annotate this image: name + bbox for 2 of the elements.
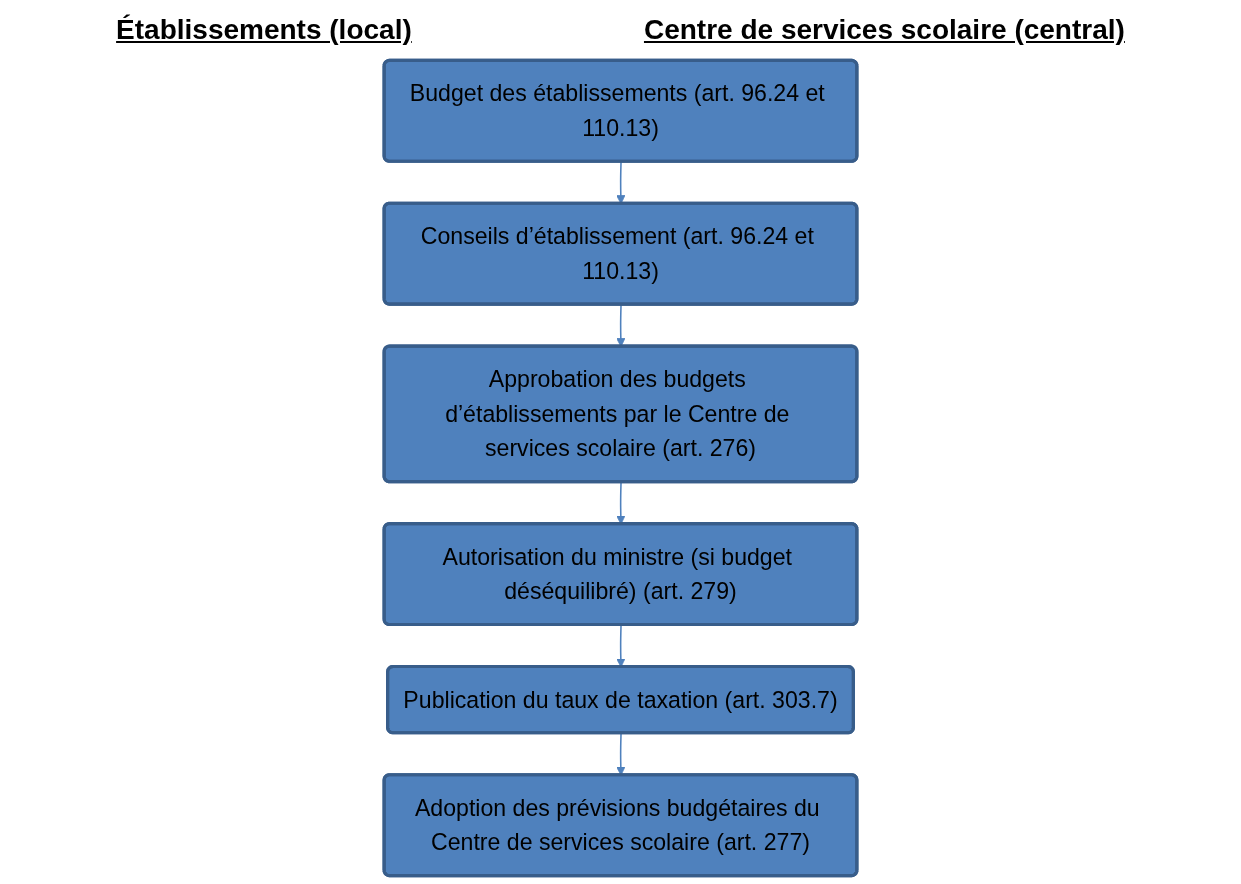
column-heading: Établissements (local): [116, 14, 412, 46]
column-heading: Centre de services scolaire (central): [643, 14, 1125, 46]
